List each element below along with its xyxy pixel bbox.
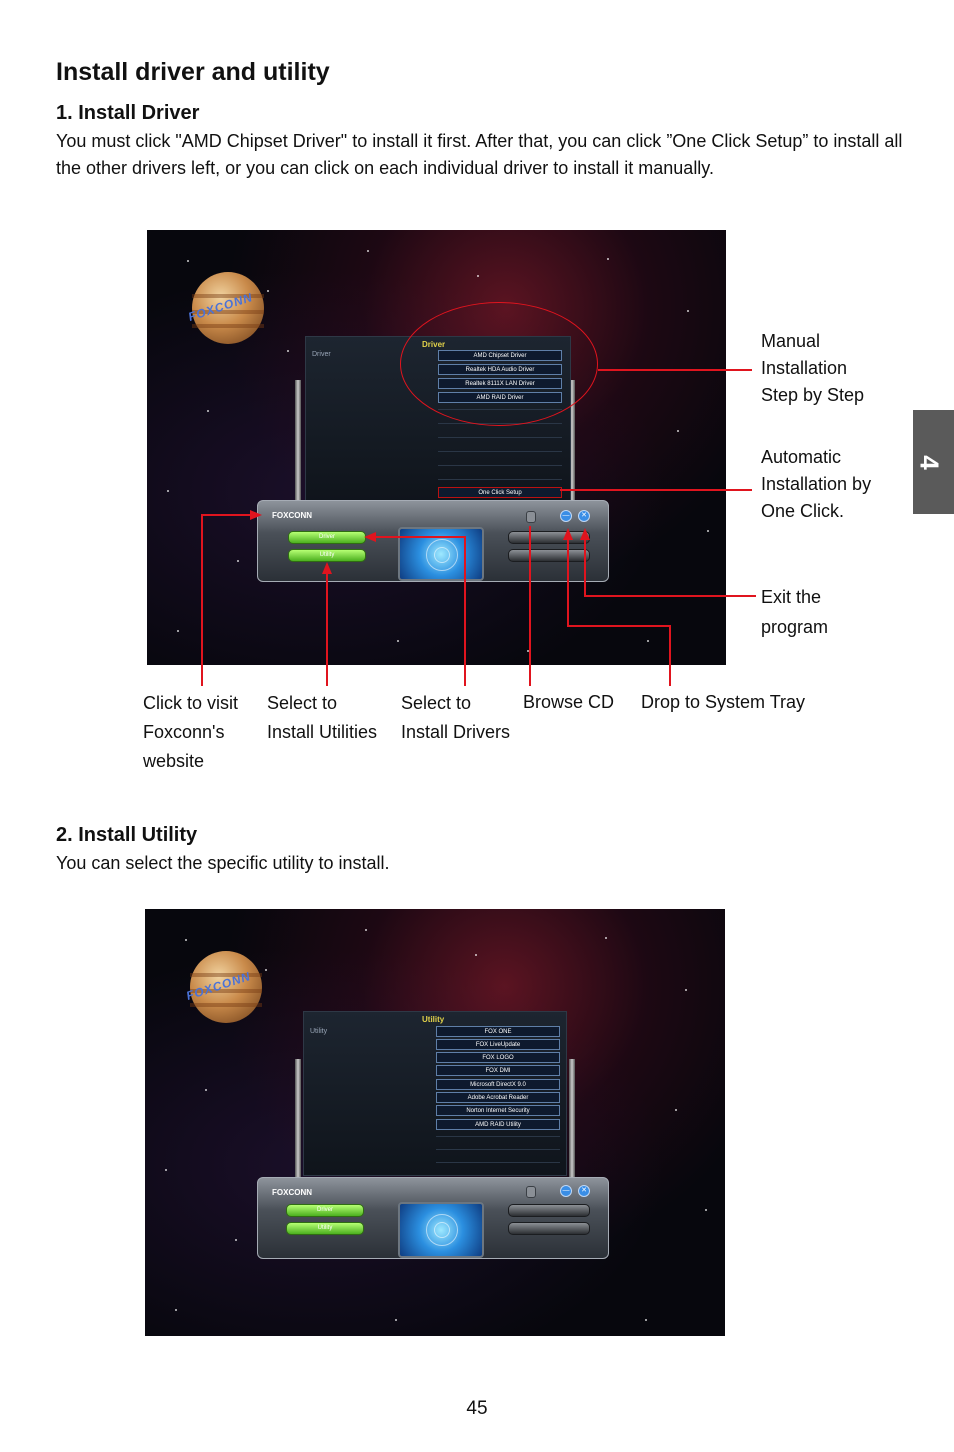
left-pole bbox=[295, 380, 301, 502]
foxconn-website-logo[interactable]: FOXCONN bbox=[272, 1188, 312, 1197]
callout-tray: Drop to System Tray bbox=[641, 692, 806, 712]
tray-icon[interactable]: — bbox=[560, 1185, 572, 1197]
utility-list-panel: Utility Utility FOX ONE FOX LiveUpdate F… bbox=[303, 1011, 567, 1176]
console-slot-2 bbox=[508, 1222, 590, 1235]
close-icon[interactable]: ✕ bbox=[578, 510, 590, 522]
list-item-fox-logo[interactable]: FOX LOGO bbox=[436, 1052, 560, 1063]
panel-tag: Utility bbox=[310, 1028, 328, 1035]
utility-button[interactable]: Utility bbox=[286, 1222, 364, 1235]
section-heading-install-driver: 1. Install Driver bbox=[56, 102, 200, 124]
control-console: FOXCONN Driver Utility — ✕ bbox=[257, 500, 609, 582]
section-body-install-driver: You must click "AMD Chipset Driver" to i… bbox=[56, 131, 903, 178]
installer-screenshot-driver: FOXCONN Driver Driver AMD Chipset Driver… bbox=[147, 230, 726, 665]
page-number: 45 bbox=[466, 1398, 488, 1419]
tray-icon[interactable]: — bbox=[560, 510, 572, 522]
close-icon[interactable]: ✕ bbox=[578, 1185, 590, 1197]
list-item-fox-dmi[interactable]: FOX DMI bbox=[436, 1065, 560, 1076]
browse-cd-button[interactable] bbox=[526, 511, 536, 523]
list-item-acrobat-reader[interactable]: Adobe Acrobat Reader bbox=[436, 1092, 560, 1103]
control-console: FOXCONN Driver Utility — ✕ bbox=[257, 1177, 609, 1259]
console-slot-2 bbox=[508, 549, 590, 562]
list-title: Utility bbox=[422, 1015, 445, 1024]
driver-button[interactable]: Driver bbox=[286, 1204, 364, 1217]
panel-tag: Driver bbox=[312, 351, 331, 358]
callout-browse: Browse CD bbox=[523, 692, 615, 712]
utility-button[interactable]: Utility bbox=[288, 549, 366, 562]
left-pole bbox=[295, 1059, 301, 1179]
list-item-directx[interactable]: Microsoft DirectX 9.0 bbox=[436, 1079, 560, 1090]
foxconn-website-logo[interactable]: FOXCONN bbox=[272, 511, 312, 520]
right-pole bbox=[569, 1059, 575, 1179]
list-item-norton[interactable]: Norton Internet Security bbox=[436, 1105, 560, 1116]
page-title: Install driver and utility bbox=[56, 58, 330, 86]
chapter-tab: 4 bbox=[913, 410, 954, 514]
planet-logo-icon[interactable] bbox=[190, 951, 262, 1023]
list-item-amd-raid-utility[interactable]: AMD RAID Utility bbox=[436, 1119, 560, 1130]
driver-button[interactable]: Driver bbox=[288, 531, 366, 544]
right-pole bbox=[569, 380, 575, 502]
planet-logo-icon[interactable] bbox=[192, 272, 264, 344]
highlight-ellipse bbox=[400, 302, 598, 426]
section-heading-install-utility: 2. Install Utility bbox=[56, 824, 198, 846]
section-body-install-utility: You can select the specific utility to i… bbox=[56, 853, 390, 873]
radar-screen bbox=[398, 1202, 484, 1258]
browse-cd-button[interactable] bbox=[526, 1186, 536, 1198]
list-item-fox-one[interactable]: FOX ONE bbox=[436, 1026, 560, 1037]
list-item-fox-liveupdate[interactable]: FOX LiveUpdate bbox=[436, 1039, 560, 1050]
one-click-setup-button[interactable]: One Click Setup bbox=[438, 487, 562, 498]
installer-screenshot-utility: FOXCONN Utility Utility FOX ONE FOX Live… bbox=[145, 909, 725, 1336]
console-slot-1 bbox=[508, 1204, 590, 1217]
